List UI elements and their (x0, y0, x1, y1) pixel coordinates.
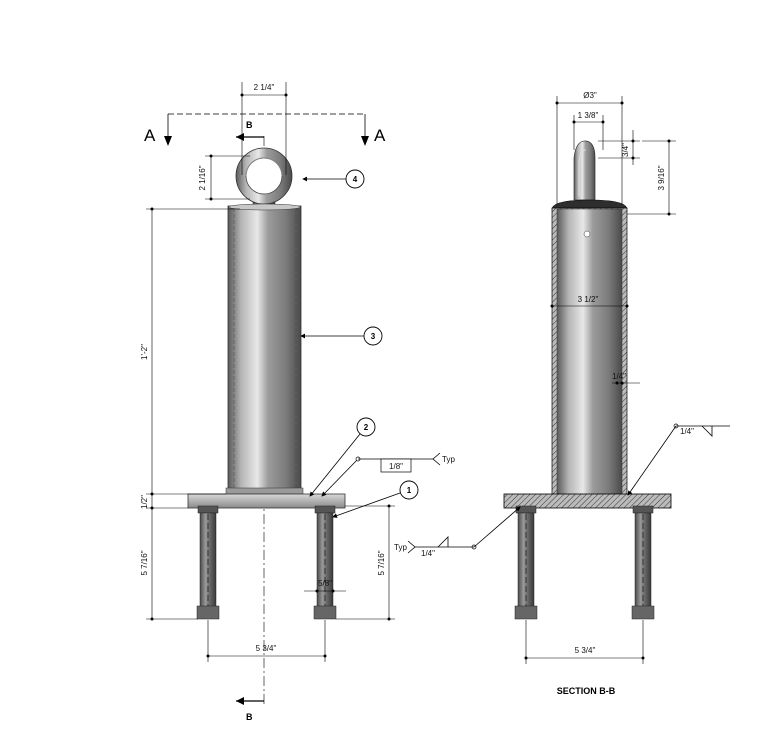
anchor-left (196, 505, 220, 620)
dim-anchor-spacing: 5 3/4" (256, 644, 277, 653)
dim-section-wall: 1/4" (612, 372, 626, 381)
dim-anchor-length-right: 5 7/16" (377, 550, 386, 575)
section-anchor-right (631, 505, 655, 620)
dim-section-eye-thickness: 3/4" (621, 143, 630, 157)
section-eye (573, 140, 596, 201)
balloon-1 (399, 480, 419, 500)
dim-section-eye-height: 3 9/16" (657, 165, 666, 190)
cut-marker-b-top: B (246, 120, 253, 130)
dim-section-anchor-spacing: 5 3/4" (575, 646, 596, 655)
weld-right-top-size: 1/4" (680, 427, 694, 436)
post-tube (225, 203, 304, 495)
elevation-view: A A B B (140, 82, 455, 722)
dim-section-eye-width: 1 3/8" (578, 111, 599, 120)
section-marker-a-left: A (144, 126, 156, 145)
balloon-2-label: 2 (364, 423, 369, 432)
dim-section-dia: Ø3" (583, 91, 597, 100)
weld-left-size: 1/8" (389, 462, 403, 471)
weld-symbol-left: 1/8" Typ (321, 452, 455, 497)
balloon-4 (345, 169, 365, 189)
weld-symbol-right-bottom: 1/4" Typ (394, 506, 521, 558)
dim-post-height: 1'-2" (140, 344, 149, 360)
dim-anchor-dia: 5/8" (318, 579, 332, 588)
section-marker-a-right: A (374, 126, 386, 145)
eye-bolt (235, 147, 293, 209)
balloon-2 (356, 417, 376, 437)
balloon-1-label: 1 (407, 486, 412, 495)
dim-eye-height: 2 1/16" (198, 165, 207, 190)
dim-anchor-length-left: 5 7/16" (140, 550, 149, 575)
section-anchor-left (514, 505, 538, 620)
balloon-3 (363, 326, 383, 346)
weld-right-bottom-note: Typ (394, 543, 407, 552)
dim-eye-width: 2 1/4" (254, 83, 275, 92)
dim-section-post-width: 3 1/2" (578, 295, 599, 304)
weld-left-note: Typ (442, 455, 455, 464)
balloon-4-label: 4 (353, 175, 358, 184)
section-tube-inside (556, 208, 623, 497)
dim-plate-thickness: 1/2" (140, 495, 149, 509)
section-base-plate (503, 493, 672, 509)
section-view: Ø3" 1 3/8" 3/4" 3 9/16" 3 1/2" 1/4" (394, 91, 730, 696)
weld-symbol-right-top: 1/4" (627, 423, 730, 496)
weld-right-bottom-size: 1/4" (421, 549, 435, 558)
section-title: SECTION B-B (557, 686, 616, 696)
anchor-right (313, 505, 337, 620)
base-plate (187, 493, 346, 509)
cut-marker-b-bottom: B (246, 712, 253, 722)
balloon-3-label: 3 (371, 332, 376, 341)
